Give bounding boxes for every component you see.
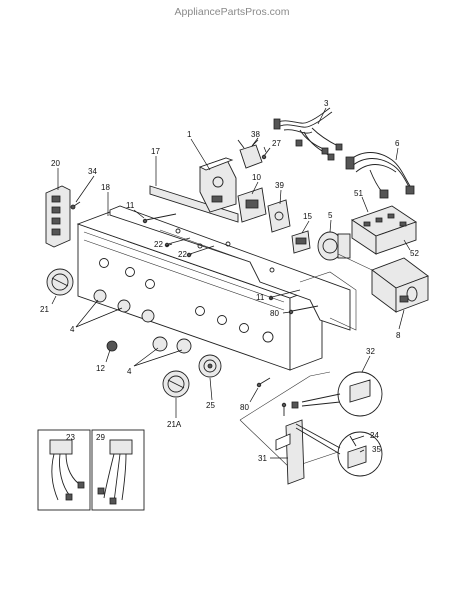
callout-32: 32 xyxy=(366,347,375,356)
knob-21 xyxy=(46,268,74,296)
callout-25: 25 xyxy=(206,401,215,410)
leader-lines xyxy=(51,107,411,459)
screw-34 xyxy=(70,201,81,210)
callout-39: 39 xyxy=(275,181,284,190)
callout-12: 12 xyxy=(96,364,105,373)
switch-15 xyxy=(291,230,311,254)
knob-12 xyxy=(106,340,118,352)
callout-23: 23 xyxy=(66,433,75,442)
callout-10: 10 xyxy=(252,173,261,182)
callout-11a: 11 xyxy=(126,201,135,210)
knobs-4-lower xyxy=(152,336,192,354)
callout-35: 35 xyxy=(372,445,381,454)
callout-38: 38 xyxy=(251,130,260,139)
switch-39 xyxy=(267,199,291,233)
inset-box-29 xyxy=(91,429,145,511)
motor-8 xyxy=(371,257,429,313)
callout-4a: 4 xyxy=(70,325,75,334)
callout-labels: 1 3 38 27 6 17 20 34 10 39 18 51 11 15 5… xyxy=(40,99,419,463)
callout-51: 51 xyxy=(354,189,363,198)
callout-17: 17 xyxy=(151,147,160,156)
callout-34: 34 xyxy=(88,167,97,176)
switch-38 xyxy=(237,137,263,169)
callout-20: 20 xyxy=(51,159,60,168)
callout-4b: 4 xyxy=(127,367,132,376)
inset-box-23 xyxy=(37,429,91,511)
callout-1: 1 xyxy=(187,130,192,139)
callout-21a: 21A xyxy=(167,420,182,429)
screw-80-lower xyxy=(256,377,271,388)
panel-holes xyxy=(99,258,274,343)
bracket-31 xyxy=(239,371,351,485)
callout-80b: 80 xyxy=(240,403,249,412)
wire-harness-3 xyxy=(273,107,343,161)
callout-22a: 22 xyxy=(154,240,163,249)
callout-8: 8 xyxy=(396,331,401,340)
wire-harness-6 xyxy=(345,152,415,199)
rear-mounting-plate xyxy=(109,205,351,331)
terminal-block-51-52 xyxy=(350,205,418,255)
callout-6: 6 xyxy=(395,139,400,148)
callout-3: 3 xyxy=(324,99,329,108)
screw-27 xyxy=(261,147,271,160)
callout-22b: 22 xyxy=(178,250,187,259)
knob-21a xyxy=(162,370,190,398)
callout-11b: 11 xyxy=(256,293,265,302)
detail-circle-32 xyxy=(301,371,383,417)
knobs-4-upper xyxy=(93,289,155,323)
right-assembly-outline xyxy=(299,253,373,331)
callout-80a: 80 xyxy=(270,309,279,318)
callout-27: 27 xyxy=(272,139,281,148)
dial-25 xyxy=(198,354,222,378)
callout-5: 5 xyxy=(328,211,333,220)
callout-21: 21 xyxy=(40,305,49,314)
switch-10 xyxy=(237,187,267,223)
watermark-text: AppliancePartsPros.com xyxy=(175,6,290,18)
callout-52: 52 xyxy=(410,249,419,258)
callout-29: 29 xyxy=(96,433,105,442)
callout-24: 24 xyxy=(370,431,379,440)
selector-5 xyxy=(317,231,351,261)
callout-31: 31 xyxy=(258,454,267,463)
callout-18: 18 xyxy=(101,183,110,192)
callout-15: 15 xyxy=(303,212,312,221)
panel-end-cap xyxy=(45,185,71,248)
